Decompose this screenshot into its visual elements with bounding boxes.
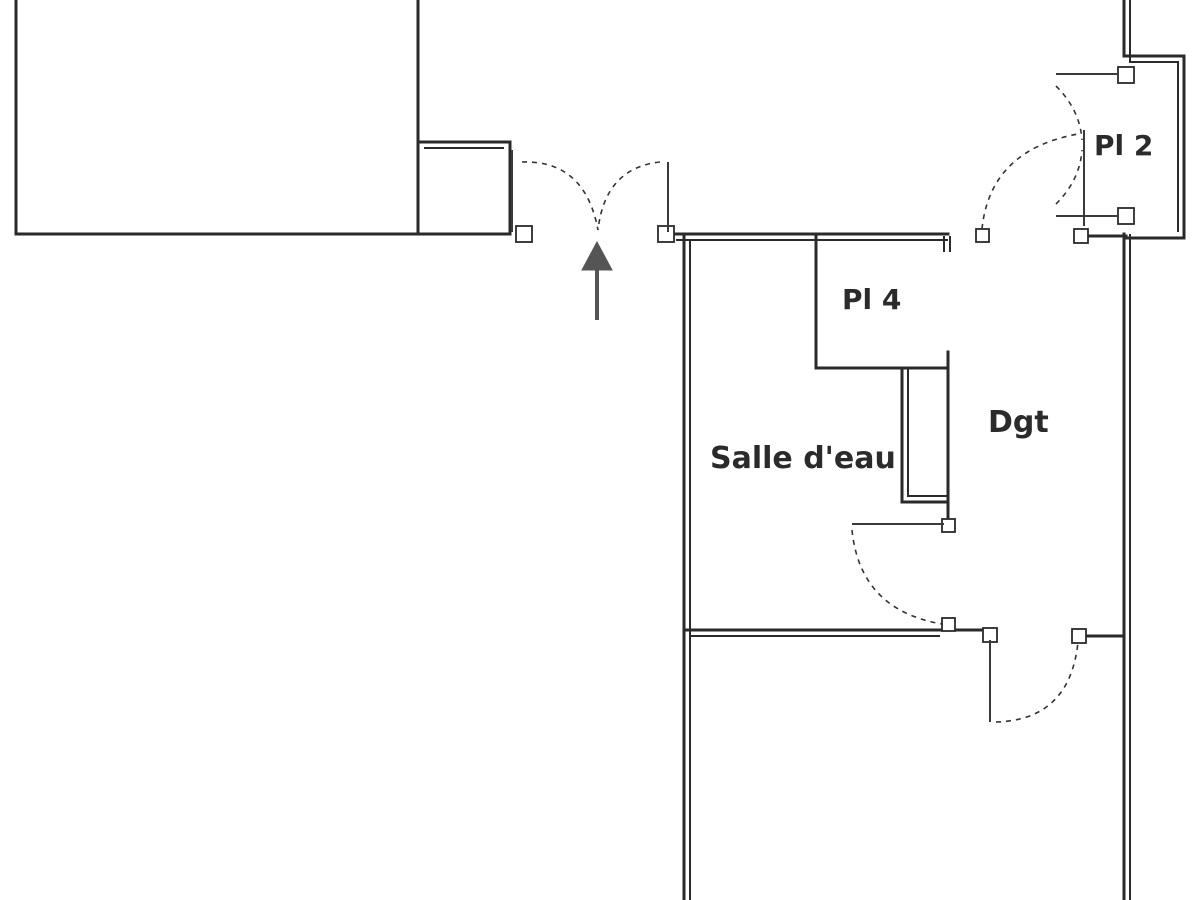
entrance-arrow-icon [581,240,613,320]
pl2-closet [1055,0,1186,244]
room-label-dgt: Dgt [988,405,1049,440]
entrance-door-right [597,161,675,243]
room-label-pl2: Pl 2 [1094,129,1153,162]
room-label-salle-eau: Salle d'eau [710,441,896,476]
door-salle-eau [851,518,956,632]
right-block-walls [674,232,1131,900]
top-left-block [14,0,512,236]
room-label-pl4: Pl 4 [842,283,901,316]
entrance-door-left [511,150,599,243]
door-dgt-top [975,133,1079,243]
door-bottom-room [982,627,1087,723]
